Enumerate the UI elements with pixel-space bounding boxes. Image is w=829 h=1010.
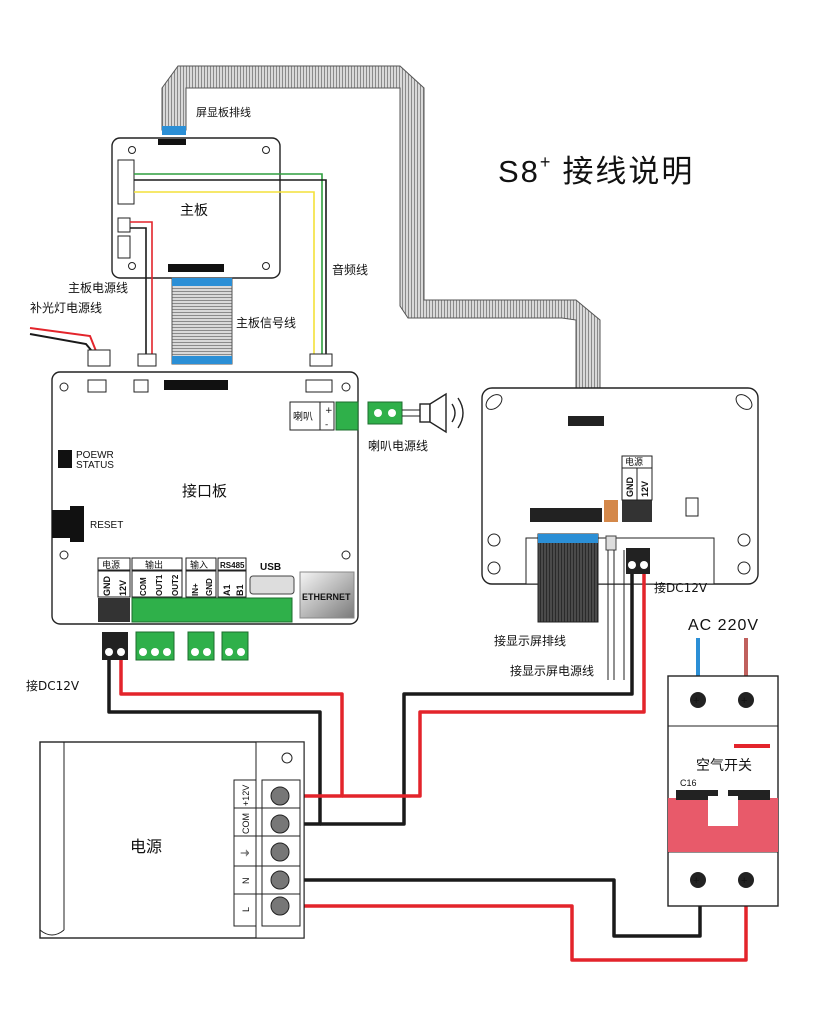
display-dc-plug [626, 548, 650, 574]
pin-rs485-b1: B1 [235, 584, 245, 596]
speaker-icon [367, 392, 464, 434]
output-header: 输出 [145, 559, 163, 571]
air-breaker: + + + + [667, 675, 779, 907]
terminal-headers [97, 557, 247, 571]
display-power-label: 接显示屏电源线 [510, 663, 594, 678]
main-signal-wire-label: 主板信号线 [236, 316, 296, 330]
pin-output-out1: OUT1 [155, 574, 164, 596]
pin-output-out2: OUT2 [171, 574, 180, 596]
rs485-header: RS485 [220, 561, 245, 570]
power-header: 电源 [102, 559, 120, 571]
fill-light-wire-label: 补光灯电源线 [30, 301, 102, 315]
usb-label: USB [260, 562, 281, 573]
speaker-plus: + [325, 406, 333, 416]
psu-label: 电源 [130, 837, 162, 856]
connect-dc12v-right-label: 接DC12V [654, 580, 708, 595]
main-power-wire-label: 主板电源线 [68, 281, 128, 295]
psu-term-ground: ⏚ [240, 848, 252, 858]
pin-input-inplus: IN+ [191, 583, 200, 596]
terminal-pins [97, 570, 247, 598]
main-board-label: 主板 [180, 203, 208, 219]
ethernet-label: ETHERNET [302, 592, 351, 602]
speaker-minus: - [325, 420, 328, 430]
main-signal-ribbon [171, 277, 233, 365]
fill-light-connector [87, 349, 111, 367]
svg-text:+: + [741, 875, 747, 887]
svg-text:+: + [693, 695, 699, 707]
display-pin-12v: 12V [640, 481, 650, 497]
psu-term-l: L [241, 907, 251, 912]
interface-board-label: 接口板 [182, 482, 227, 500]
power-supply [39, 741, 305, 939]
display-power-header: 电源 [625, 456, 643, 468]
display-power-connector [605, 535, 617, 551]
pin-rs485-a1: A1 [222, 584, 232, 596]
display-ribbon [537, 533, 599, 623]
psu-term-n: N [241, 878, 251, 885]
main-board-wires [29, 173, 327, 357]
breaker-model: C16 [680, 778, 697, 788]
pin-power-12v: 12V [118, 580, 128, 596]
display-ribbon-label: 接显示屏排线 [494, 633, 566, 648]
main-board [111, 137, 281, 279]
screen-ribbon-label: 屏显板排线 [196, 105, 251, 119]
breaker-label: 空气开关 [696, 758, 752, 774]
page-title: S8+接线说明 [498, 152, 694, 190]
connect-dc12v-left-label: 接DC12V [26, 678, 80, 693]
pin-output-com: COM [139, 577, 148, 596]
main-power-connector [137, 353, 157, 367]
display-board [481, 387, 759, 585]
psu-term-com: COM [241, 813, 251, 834]
svg-text:+: + [693, 875, 699, 887]
audio-wire-label: 音频线 [332, 262, 368, 277]
ac-label: AC 220V [688, 617, 759, 634]
pin-power-gnd: GND [102, 576, 112, 597]
speaker-label: 喇叭 [293, 411, 313, 423]
power-wires [107, 574, 748, 962]
speaker-power-wire-label: 喇叭电源线 [368, 438, 428, 453]
psu-term-12v: +12V [241, 785, 251, 806]
reset-label: RESET [90, 520, 123, 531]
input-header: 输入 [190, 559, 208, 571]
power-status-label-2: STATUS [76, 460, 114, 471]
svg-text:+: + [741, 695, 747, 707]
audio-connector [309, 353, 333, 367]
display-pin-gnd: GND [625, 477, 635, 498]
terminal-plugs [102, 631, 249, 661]
pin-input-gnd: GND [205, 578, 214, 596]
power-status-label-1: POEWR [76, 450, 114, 461]
